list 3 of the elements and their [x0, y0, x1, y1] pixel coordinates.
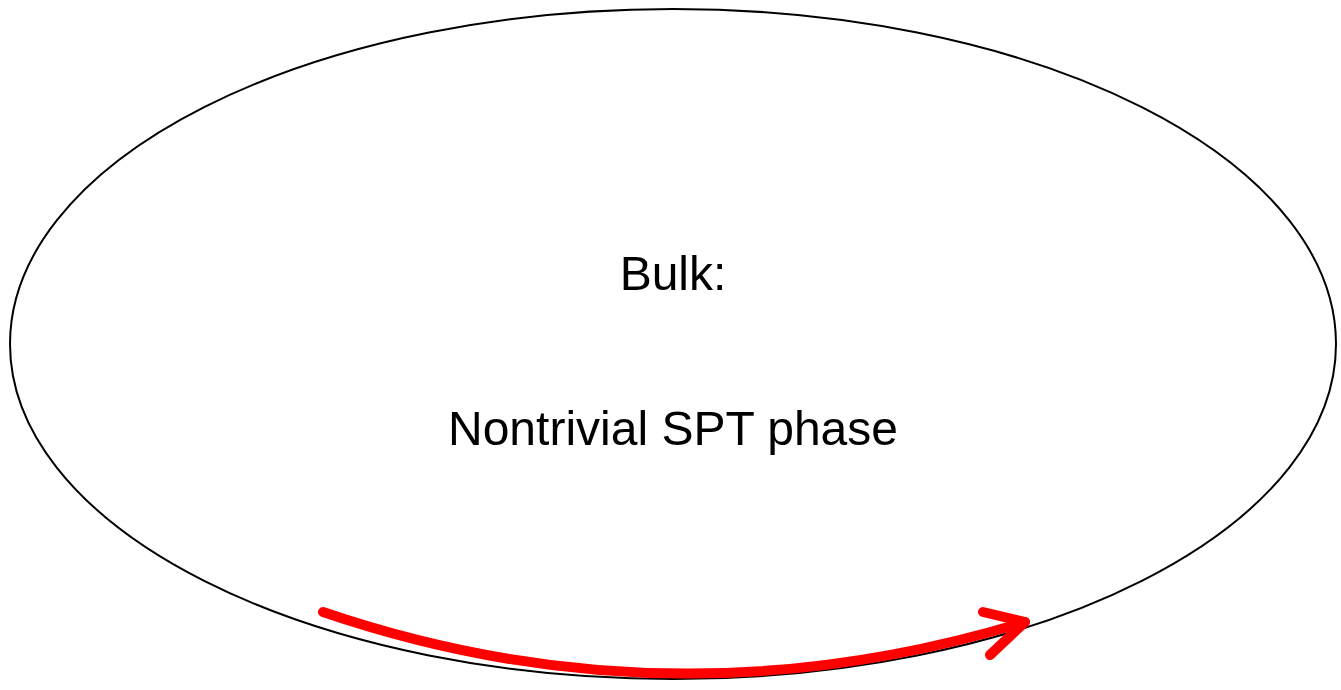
phase-label: Nontrivial SPT phase	[447, 403, 899, 456]
region-heading: Bulk:	[618, 248, 728, 301]
bulk-ellipse	[9, 8, 1337, 680]
